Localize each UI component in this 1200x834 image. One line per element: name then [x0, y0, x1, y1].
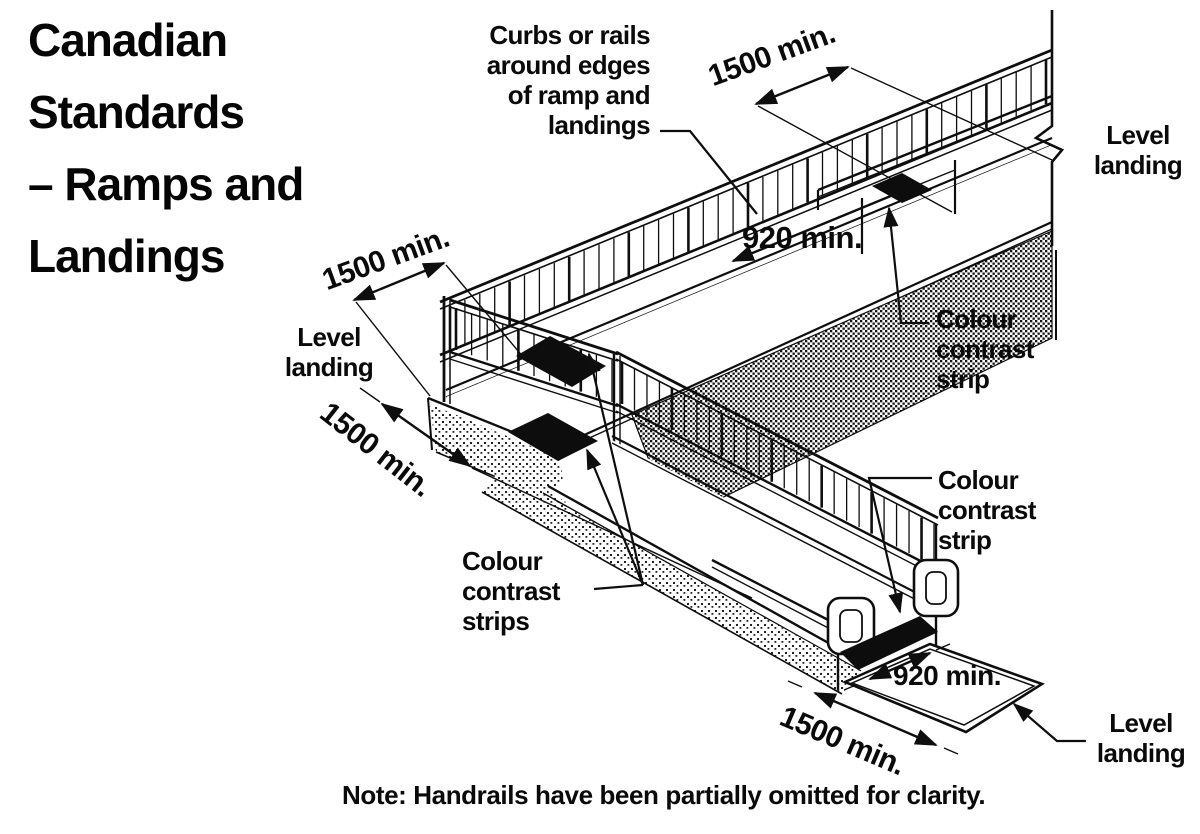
level-landing-bottom: Level landing — [1096, 708, 1186, 768]
break-line — [1033, 10, 1065, 246]
page-title: Canadian Standards – Ramps and Landings — [28, 4, 304, 292]
dimension-lines — [352, 65, 1053, 755]
strip-upper-leader — [883, 206, 929, 325]
dim-920-middle: 920 min. — [742, 220, 863, 255]
strips-leader-arrow-2 — [585, 448, 645, 586]
handrail-loop-far — [912, 524, 960, 664]
note-text: Note: Handrails have been partially omit… — [342, 780, 986, 810]
leader-lines — [585, 129, 1086, 743]
level-landing-top-right: Level landing — [1093, 120, 1183, 180]
level-landing-left: Level landing — [284, 322, 374, 382]
title-line: Canadian — [28, 14, 228, 66]
contrast-strips — [508, 173, 938, 670]
strips-leader-arrow-1 — [586, 352, 645, 586]
title-line: Standards — [28, 86, 245, 138]
contrast-strip-landing-top — [516, 336, 606, 387]
lower-ramp-balusters — [620, 362, 935, 566]
strip-bottom-leader — [867, 476, 932, 614]
colour-contrast-strip-label-2: Colour contrast strip — [938, 465, 1036, 555]
title-line: Landings — [28, 230, 225, 282]
colour-contrast-strip-label-1: Colour contrast strip — [936, 304, 1034, 394]
strips-leader-stem — [593, 583, 644, 591]
level-landing-leader — [1012, 702, 1086, 743]
contrast-strip-landing-bottom — [508, 413, 598, 461]
title-line: – Ramps and — [28, 158, 304, 210]
dim-920-bottom: 920 min. — [893, 660, 1002, 691]
contrast-strip-upper — [872, 173, 932, 203]
contrast-strip-bottom — [840, 616, 938, 670]
upper-ramp — [439, 10, 1065, 523]
handrail-loop-near — [711, 558, 876, 690]
curbs-label: Curbs or rails around edges of ramp and … — [486, 20, 651, 140]
lower-ramp-side-texture — [482, 470, 862, 694]
colour-contrast-strips-label: Colour contrast strips — [462, 546, 560, 636]
lower-ramp — [481, 350, 960, 695]
curbs-leader — [660, 129, 758, 215]
